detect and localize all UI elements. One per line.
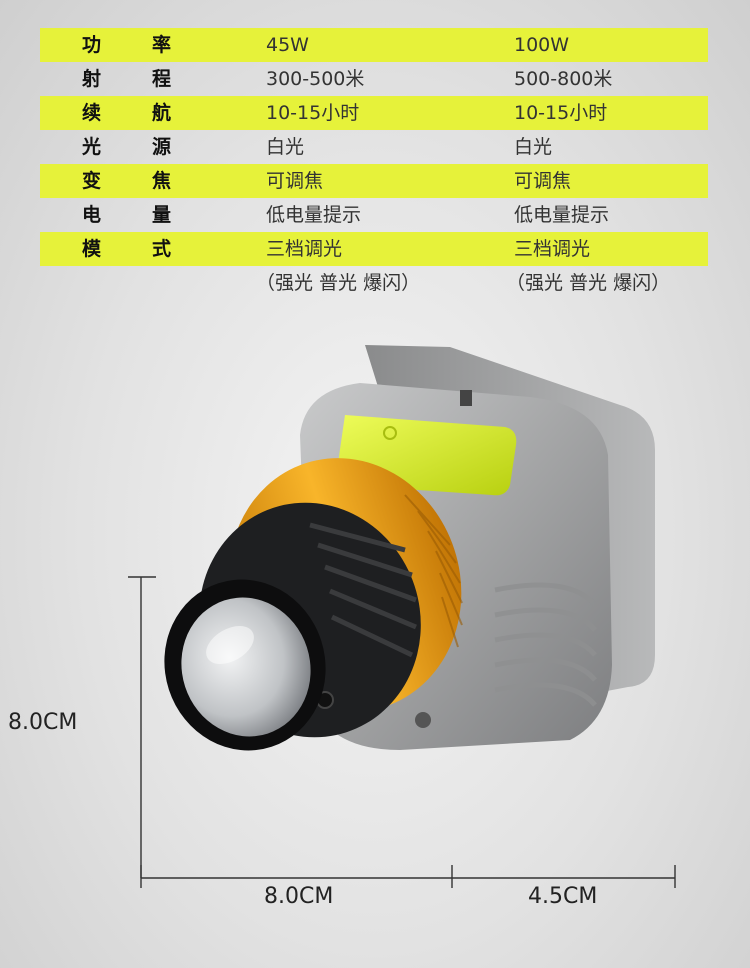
spec-row-power: 功 率 45W 100W: [40, 28, 708, 62]
cooling-fins: [494, 582, 597, 707]
spec-value-model-a: 三档调光: [266, 238, 343, 260]
spec-value-model-b: 10-15小时: [514, 102, 608, 124]
spec-value-model-b: 低电量提示: [514, 204, 610, 226]
spec-value-model-b: 可调焦: [514, 170, 572, 192]
spec-label: 量: [152, 204, 172, 226]
spec-value-model-a: 10-15小时: [266, 102, 360, 124]
spec-row-battery: 电 量 低电量提示 低电量提示: [40, 198, 708, 232]
spec-label: 焦: [152, 170, 172, 192]
lens: [181, 597, 311, 737]
spec-label: 变: [82, 170, 102, 192]
spec-label: 源: [152, 136, 172, 158]
spec-value-model-a: 300-500米: [266, 68, 365, 90]
spec-value-model-b: 白光: [514, 136, 553, 158]
spec-label: 程: [152, 68, 172, 90]
spec-table: 功 率 45W 100W 射 程 300-500米 500-800米 续 航 1…: [40, 28, 708, 300]
depth-dimension-label: 4.5CM: [528, 884, 598, 909]
spec-value-model-a: 低电量提示: [266, 204, 362, 226]
spec-row-zoom: 变 焦 可调焦 可调焦: [40, 164, 708, 198]
mount-screw-icon: [415, 712, 431, 728]
spec-value-model-a: 白光: [266, 136, 305, 158]
spec-value-model-b: 三档调光: [514, 238, 591, 260]
spec-value-model-a: 可调焦: [266, 170, 324, 192]
headlamp-image: [164, 345, 655, 751]
spec-value-model-b: 100W: [514, 34, 570, 56]
spec-row-runtime: 续 航 10-15小时 10-15小时: [40, 96, 708, 130]
spec-label: 式: [152, 238, 172, 260]
spec-label: 光: [82, 136, 102, 158]
spec-value-model-b: 500-800米: [514, 68, 613, 90]
spec-row-mode-detail: （强光 普光 爆闪） （强光 普光 爆闪）: [40, 266, 708, 300]
spec-row-light-source: 光 源 白光 白光: [40, 130, 708, 164]
height-dimension-label: 8.0CM: [8, 710, 78, 735]
spec-label: 射: [82, 68, 102, 90]
spec-row-mode: 模 式 三档调光 三档调光: [40, 232, 708, 266]
mode-detail-model-a: （强光 普光 爆闪）: [256, 272, 421, 294]
spec-label: 续: [82, 102, 102, 124]
spec-label: 航: [152, 102, 172, 124]
width-dimension-label: 8.0CM: [264, 884, 334, 909]
mode-detail-model-b: （强光 普光 爆闪）: [506, 272, 671, 294]
spec-label: 功: [82, 34, 102, 56]
power-button-icon: [383, 426, 397, 440]
spec-label: 率: [152, 34, 172, 56]
spec-label: 模: [82, 238, 102, 260]
spec-value-model-a: 45W: [266, 34, 309, 56]
switch-slot: [460, 390, 472, 406]
spec-label: 电: [82, 204, 102, 226]
spec-row-range: 射 程 300-500米 500-800米: [40, 62, 708, 96]
